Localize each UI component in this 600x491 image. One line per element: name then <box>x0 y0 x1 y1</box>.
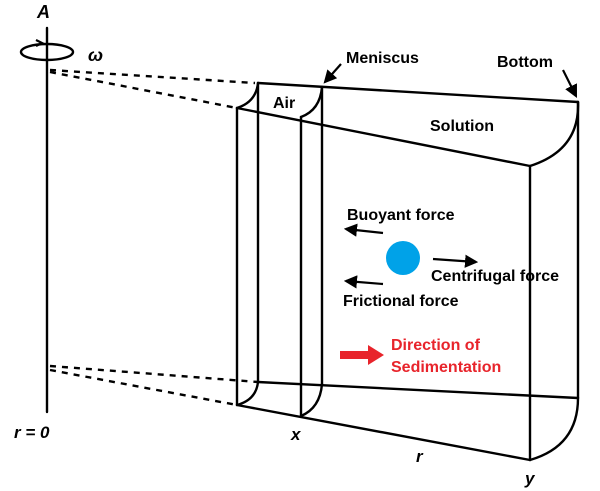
sedimentation-label-line1: Direction of <box>391 337 481 354</box>
particle <box>386 241 420 275</box>
centrifugal-force-label: Centrifugal force <box>431 268 559 285</box>
air-label: Air <box>273 95 295 112</box>
frictional-force-label: Frictional force <box>343 293 459 310</box>
sedimentation-arrow-icon <box>340 345 384 365</box>
dashed-projection-bottom-1 <box>49 364 259 384</box>
y-label: y <box>524 469 536 488</box>
omega-label: ω <box>88 45 103 65</box>
r-zero-label: r = 0 <box>14 423 50 442</box>
buoyant-force-label: Buoyant force <box>347 207 455 224</box>
dashed-projection-bottom-2 <box>49 368 238 407</box>
rotation-indicator-icon <box>19 42 75 62</box>
meniscus-label: Meniscus <box>346 50 419 67</box>
dashed-projection-top-2 <box>49 70 238 110</box>
bottom-label: Bottom <box>497 54 553 71</box>
r-label: r <box>416 447 424 466</box>
dashed-projection-top-1 <box>49 68 256 85</box>
rotation-arrow-icon <box>35 39 45 47</box>
centrifugal-force-arrow <box>432 254 479 268</box>
bottom-pointer <box>562 69 577 98</box>
sedimentation-label-line2: Sedimentation <box>391 359 501 376</box>
solution-label: Solution <box>430 118 494 135</box>
meniscus-pointer <box>323 63 342 84</box>
axis-label: A <box>36 2 50 22</box>
buoyant-force-arrow <box>343 223 384 237</box>
sector-cell <box>235 81 580 462</box>
x-label: x <box>290 425 302 444</box>
frictional-force-arrow <box>343 275 384 289</box>
